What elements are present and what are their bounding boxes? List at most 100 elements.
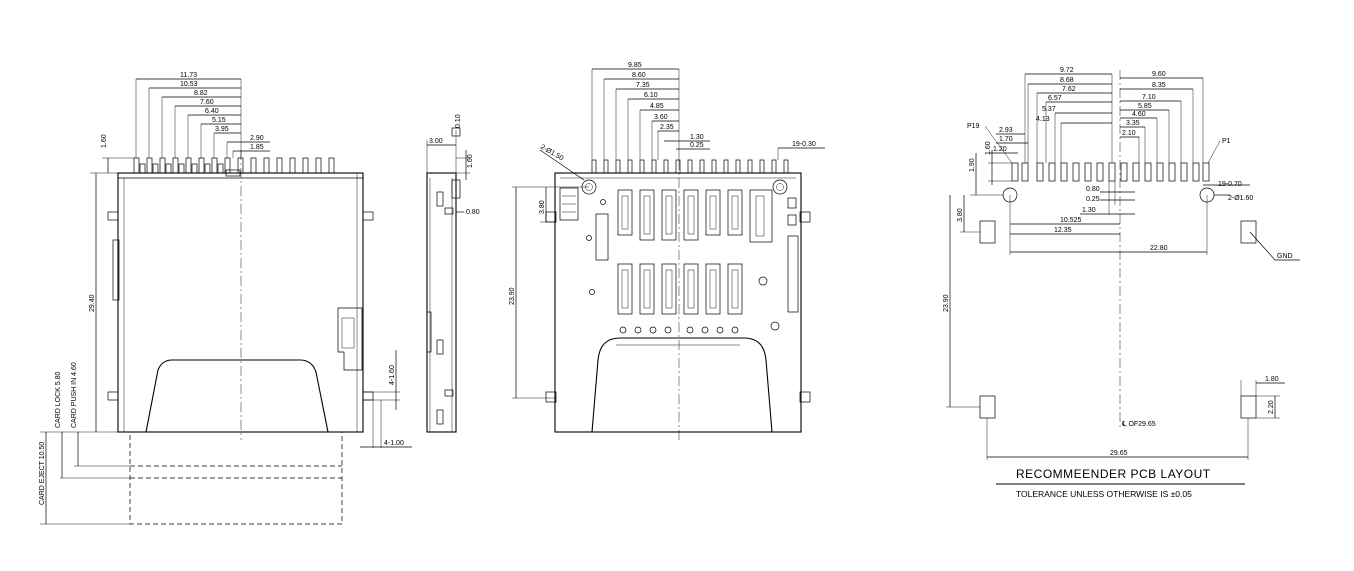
- pcb-pad: [1036, 162, 1044, 182]
- pcb-dim-29-65: 29.65: [1110, 450, 1128, 457]
- pin-1-label: P1: [1222, 138, 1231, 145]
- pcb-pad: [1072, 162, 1080, 182]
- gnd-label: GND: [1277, 253, 1293, 260]
- gnd-pad: [979, 220, 996, 244]
- gnd-pad: [1240, 395, 1257, 419]
- card-lock-mechanism: [337, 307, 363, 371]
- front-pin: [152, 163, 159, 174]
- front-pin: [159, 157, 166, 174]
- front-pin: [146, 157, 153, 174]
- front-pin: [211, 157, 218, 174]
- bottom-dim-3-80: 3.80: [539, 200, 546, 214]
- pcb-dim-5-37: 5.37: [1042, 106, 1056, 113]
- pcb-pad: [1144, 162, 1152, 182]
- dim-1-60: 1.60: [101, 134, 108, 148]
- front-pin: [328, 157, 335, 174]
- front-pin: [315, 157, 322, 174]
- front-pin: [172, 157, 179, 174]
- pcb-pad: [1108, 162, 1116, 182]
- dim-3-60: 3.60: [654, 114, 668, 121]
- pcb-dim-4-60: 4.60: [1132, 111, 1146, 118]
- front-left-notch-top: [107, 211, 119, 221]
- pcb-dim-1-30: 1.30: [1082, 207, 1096, 214]
- pcb-dim-hole-160: 2-Ø1.60: [1228, 195, 1253, 202]
- gnd-pad: [979, 395, 996, 419]
- dim-4-160: 4-1.60: [389, 365, 396, 385]
- dim-6-40: 6.40: [205, 108, 219, 115]
- dim-2-35: 2.35: [660, 124, 674, 131]
- card-eject-label: CARD EJECT 10.50: [39, 442, 46, 505]
- contact-row-lower: [617, 263, 743, 315]
- pcb-dim-1-20: 1.20: [993, 146, 1007, 153]
- center-note: ℄ OF29.65: [1121, 421, 1156, 428]
- front-pin: [289, 157, 296, 174]
- dim-8-60: 8.60: [632, 72, 646, 79]
- pcb-dim-0-80: 0.80: [1086, 186, 1100, 193]
- pcb-dim-2-20: 2.20: [1268, 400, 1275, 414]
- pcb-pad: [1192, 162, 1200, 182]
- pcb-dim-1-80: 1.80: [1265, 376, 1279, 383]
- front-pin: [217, 163, 224, 174]
- card-lock-label: CARD LOCK 5.80: [55, 371, 62, 428]
- dim-7-35: 7.35: [636, 82, 650, 89]
- front-pin: [263, 157, 270, 174]
- dim-10-53: 10.53: [180, 81, 198, 88]
- dim-1-85: 1.85: [250, 144, 264, 151]
- front-pins: [133, 157, 335, 177]
- pcb-dim-8-68: 8.68: [1060, 77, 1074, 84]
- pcb-dim-2-93: 2.93: [999, 127, 1013, 134]
- front-pin: [204, 163, 211, 174]
- pcb-pad: [1132, 162, 1140, 182]
- bottom-pins: [591, 159, 789, 174]
- side-dim-1-60: 1.60: [467, 154, 474, 168]
- front-pin: [191, 163, 198, 174]
- bottom-card-slot: [591, 337, 773, 433]
- pcb-dim-7-62: 7.62: [1062, 86, 1076, 93]
- locating-hole: [772, 179, 788, 195]
- side-dim-0-10: 0.10: [455, 114, 462, 128]
- front-view: 11.73 10.53 8.82 7.60 6.40 5.15 3.95 2.9…: [39, 72, 412, 525]
- dim-8-82: 8.82: [194, 90, 208, 97]
- dim-5-15: 5.15: [212, 117, 226, 124]
- pcb-dim-12-35: 12.35: [1054, 227, 1072, 234]
- dim-11-73: 11.73: [180, 72, 197, 79]
- front-left-tab: [112, 239, 120, 301]
- pcb-dim-19-070: 19-0.70: [1218, 181, 1242, 188]
- pcb-pads: [1011, 162, 1210, 182]
- pcb-pad: [1048, 162, 1056, 182]
- dim-9-85: 9.85: [628, 62, 642, 69]
- pcb-pad: [1156, 162, 1164, 182]
- front-pin: [165, 163, 172, 174]
- side-tab: [426, 311, 432, 353]
- pcb-pad: [1180, 162, 1188, 182]
- pcb-dim-5-85: 5.85: [1138, 103, 1152, 110]
- front-right-notch-top: [362, 211, 374, 221]
- pcb-pad: [1202, 162, 1210, 182]
- pcb-dim-1-60: 1.60: [985, 141, 992, 155]
- bottom-pitch-dims: 9.85 8.60 7.35 6.10 4.85 3.60 2.35 1.30 …: [591, 62, 710, 160]
- front-pin: [133, 157, 140, 174]
- pcb-layout: GND 9.72 8.68 7.62 6.57 5.37 4.13: [943, 67, 1300, 499]
- side-window: [436, 409, 444, 425]
- pcb-dim-1-90: 1.90: [969, 158, 976, 172]
- side-dim-3-00: 3.00: [429, 138, 443, 145]
- pcb-dim-22-80: 22.80: [1150, 245, 1168, 252]
- pcb-dim-9-72: 9.72: [1060, 67, 1074, 74]
- dim-4-100: 4-1.00: [384, 440, 404, 447]
- tolerance-note: TOLERANCE UNLESS OTHERWISE IS ±0.05: [1016, 489, 1192, 499]
- bottom-dim-23-90: 23.90: [509, 287, 516, 305]
- side-window: [436, 339, 444, 355]
- pcb-dim-10-525: 10.525: [1060, 217, 1082, 224]
- pcb-dim-7-10: 7.10: [1142, 94, 1156, 101]
- gnd-pad: [1240, 220, 1257, 244]
- dim-1-30: 1.30: [690, 134, 704, 141]
- pcb-pad: [1084, 162, 1092, 182]
- front-right-notch-bottom: [362, 391, 374, 401]
- contact-holes: [619, 326, 739, 334]
- dim-2-90: 2.90: [250, 135, 264, 142]
- front-pin: [250, 157, 257, 174]
- pcb-right-dims: 9.60 8.35 7.10 5.85 4.60 3.35 2.10: [1120, 71, 1204, 163]
- pcb-left-dims: 9.72 8.68 7.62 6.57 5.37 4.13: [1024, 67, 1113, 163]
- side-window: [436, 191, 444, 207]
